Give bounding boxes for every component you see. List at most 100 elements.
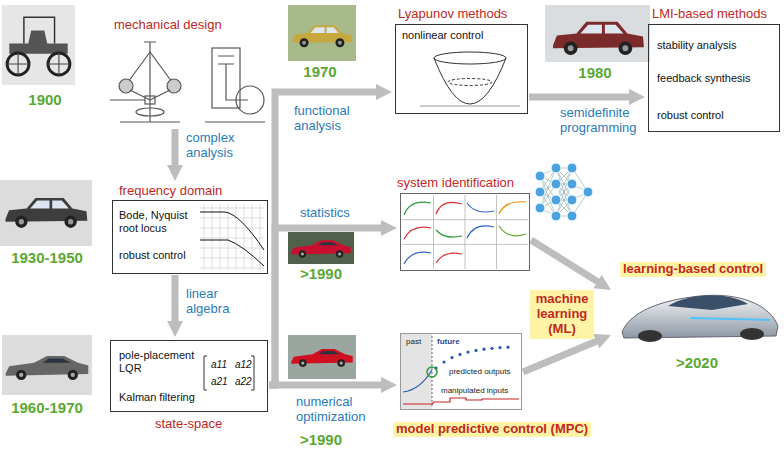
neural-network-icon-part [551,211,561,221]
year-label: >1990 [283,431,359,448]
bode-plot [200,204,264,270]
identification-plots-part [499,202,526,214]
neural-network-icon-part [535,187,545,197]
box-text: robust control [119,249,186,262]
governor-drawing-part [218,56,248,100]
identification-plots-part [404,202,431,215]
box-heading: frequency domain [119,184,222,199]
year-label: 1900 [5,91,85,108]
neural-network-icon-part [567,195,577,205]
highlight-label: machine learning (ML) [530,290,594,339]
neural-network-icon-part [567,163,577,173]
box-text: Bode, Nyquist root locus [119,209,201,234]
box-text: manipulated inputs [441,386,508,395]
year-label: >1990 [283,265,359,282]
mpc-plot [401,334,519,409]
governor-drawing-part [128,52,172,82]
mpc-plot-part [498,346,501,349]
grey-arrow [172,275,179,325]
mpc-plot-part [458,353,461,356]
bode-plot-part [200,204,264,270]
box-text: a21 [211,376,228,388]
car-photo-part [6,356,89,380]
identification-plots-part [467,226,494,238]
year-label: 1960-1970 [0,399,94,416]
method-panel: learning-based control [614,282,780,344]
identification-plots [402,195,528,269]
box-heading: Lyapunov methods [398,7,507,22]
neural-network-icon-part [551,195,561,205]
box-text: a22 [235,376,252,388]
lyapunov-bowl-part [420,106,520,107]
box-heading: state-space [155,417,222,432]
future-car-part [740,328,764,340]
lyapunov-bowl-part [434,58,506,104]
mpc-plot-part [442,360,445,363]
box-text: a11 [211,359,227,371]
method-box: frequency domainBode, Nyquist root locus… [112,200,268,274]
identification-plots-part [436,230,462,237]
bode-plot-part [200,212,264,250]
governor-drawing-part [145,96,155,104]
box-text: Kalman filtering [119,391,195,404]
box-text: pole-placement LQR [119,349,203,374]
identification-plots-part [467,203,494,212]
neural-network-icon-part [551,179,561,189]
method-box: state-spacepole-placement LQRa11a12a21a2… [110,340,268,412]
mpc-plot-part [506,346,509,349]
future-car-part [638,330,662,342]
edge-label: statistics [300,206,380,221]
method-box: system identification [400,193,530,271]
box-text: future [437,337,460,346]
governor-drawing-part [130,90,170,100]
grey-arrow [529,94,633,101]
box-text: predicted outputs [449,367,510,376]
car-photo-part [288,5,356,61]
identification-plots-part [404,252,431,264]
neural-network-icon-part [551,163,561,173]
box-text: feedback synthesis [657,72,751,85]
mpc-plot-part [450,356,453,359]
governor-drawing-part [144,42,156,122]
identification-plots-part [499,226,526,236]
grey-arrow [523,340,600,372]
grey-arrow [172,129,179,169]
car-photo-part [6,198,88,228]
grey-arrow [269,228,385,385]
future-car [622,295,778,342]
mpc-plot-part [403,398,519,404]
identification-plots-part [404,227,431,239]
lyapunov-bowl-part [434,52,506,64]
car-photo-part [288,232,354,264]
edge-label: numerical optimization [296,395,388,425]
edge-label: complex analysis [186,131,256,161]
car-photo-part [288,335,356,379]
governor-drawing-part [236,86,264,114]
identification-plots-part [402,195,528,269]
neural-network-icon [535,163,593,221]
method-box: Lyapunov methodsnonlinear control [395,24,528,114]
box-heading: learning-based control [620,262,766,277]
mpc-plot-part [432,336,433,408]
grey-arrow [269,92,380,385]
box-heading: mechanical design [114,18,222,33]
mpc-plot-part [474,349,477,352]
matrix-bracket [204,356,254,390]
identification-plots-part [436,202,462,214]
year-label: 1930-1950 [0,249,94,266]
car-photo-part [2,5,75,85]
future-car-part [690,318,770,320]
identification-plots-part [436,253,462,263]
future-car-part [668,295,748,310]
box-heading: LMI-based methods [652,7,767,22]
box-text: nonlinear control [402,29,483,42]
neural-network-icon-part [535,171,545,181]
box-text: past [406,337,421,346]
year-label: >2020 [657,354,737,371]
matrix-bracket-part [204,356,207,390]
lyapunov-bowl [420,52,520,106]
car-photo [0,5,650,395]
edge-label: linear algebra [186,287,250,317]
box-heading: system identification [397,176,514,191]
lyapunov-bowl-part [448,79,492,86]
